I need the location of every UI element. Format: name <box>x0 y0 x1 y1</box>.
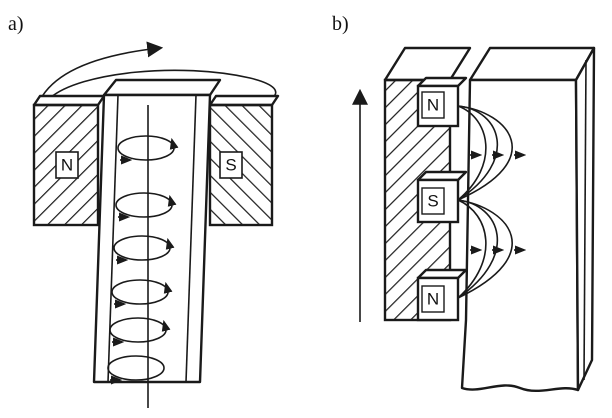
panel-a-label: a) <box>8 13 24 35</box>
panel-a: a) N S <box>8 13 280 408</box>
pole-shoe-top: N <box>416 76 468 128</box>
rotor-cylinder <box>92 78 222 384</box>
pole-label-s-middle: S <box>427 192 438 211</box>
panel-b-label: b) <box>332 13 349 35</box>
rotation-arc <box>49 69 277 101</box>
pole-label-n: N <box>61 156 73 175</box>
pole-label-n-top: N <box>427 96 439 115</box>
eddy-current-loops <box>107 135 179 385</box>
conductive-plate <box>460 46 596 393</box>
magnet-north-block: N <box>32 94 106 227</box>
magnetic-flux-lines <box>457 105 527 299</box>
panel-b: b) N S N <box>332 13 596 393</box>
pole-shoe-middle: S <box>416 170 468 224</box>
rotation-arrow <box>39 41 164 101</box>
pole-label-n-bottom: N <box>427 290 439 309</box>
pole-label-s: S <box>225 156 236 175</box>
pole-shoe-bottom: N <box>416 268 468 322</box>
magnet-south-block: S <box>208 94 280 227</box>
